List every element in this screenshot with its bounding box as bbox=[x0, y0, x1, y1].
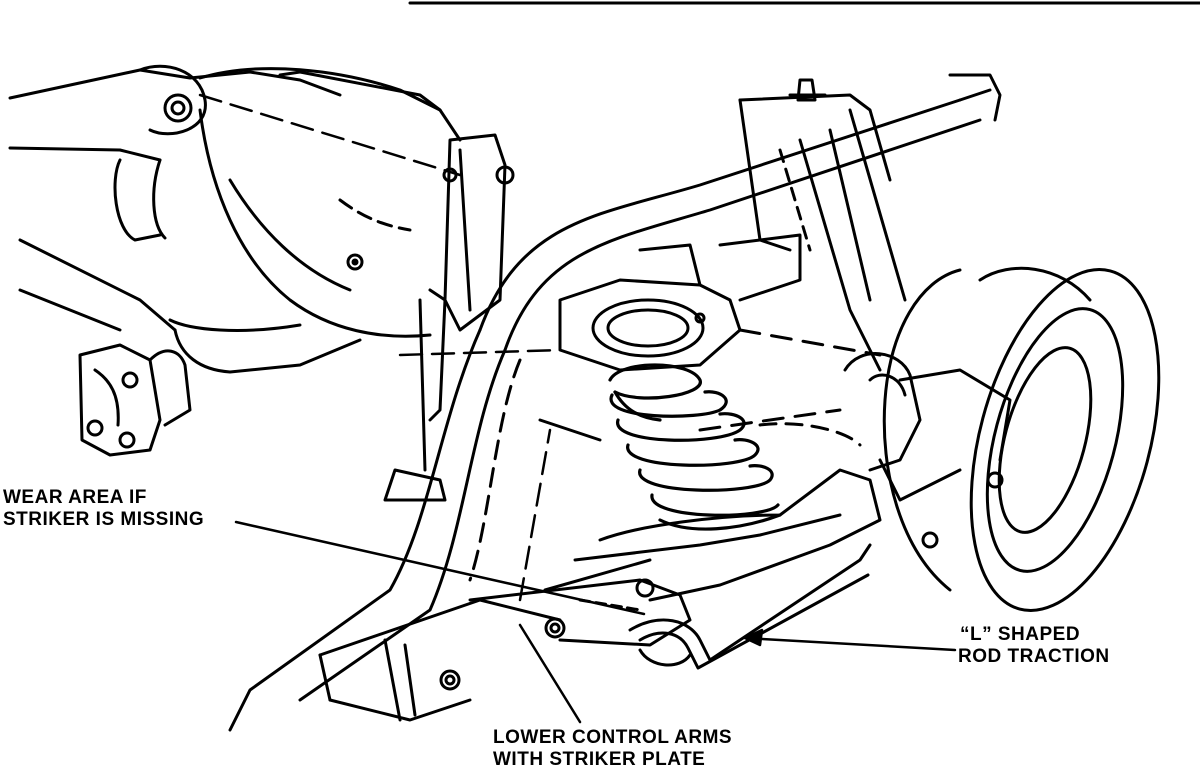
coil-spring bbox=[608, 363, 782, 531]
label-l-shaped-rod-line1: “L” SHAPED bbox=[960, 624, 1081, 645]
axle-housing bbox=[8, 64, 362, 374]
label-lower-control-arms: LOWER CONTROL ARMS WITH STRIKER PLATE bbox=[493, 727, 732, 771]
leader-lower-control-arms bbox=[518, 623, 582, 724]
label-l-shaped-rod: “L” SHAPED ROD TRACTION bbox=[958, 624, 1110, 668]
lower-control-arm bbox=[439, 468, 882, 691]
leader-l-rod bbox=[743, 628, 957, 652]
label-wear-area-line2: STRIKER IS MISSING bbox=[3, 509, 205, 530]
center-lines bbox=[198, 93, 562, 602]
leader-wear-area bbox=[234, 520, 646, 616]
label-wear-area: WEAR AREA IF STRIKER IS MISSING bbox=[3, 487, 204, 531]
frame-rail bbox=[228, 73, 1002, 732]
differential-housing bbox=[168, 67, 462, 338]
spring-upper-seat bbox=[558, 233, 802, 372]
label-l-shaped-rod-line2: ROD TRACTION bbox=[958, 646, 1110, 667]
brake-drum bbox=[882, 266, 1161, 612]
shock-absorber bbox=[738, 78, 907, 372]
pinion-yoke bbox=[78, 343, 192, 457]
label-wear-area-line1: WEAR AREA IF bbox=[3, 487, 147, 508]
label-lower-control-arms-line1: LOWER CONTROL ARMS bbox=[493, 727, 733, 748]
l-shaped-traction-rod bbox=[628, 543, 872, 670]
label-lower-control-arms-line2: WITH STRIKER PLATE bbox=[493, 749, 706, 770]
upper-bracket bbox=[383, 133, 515, 502]
axle-tube-right bbox=[538, 328, 1012, 502]
